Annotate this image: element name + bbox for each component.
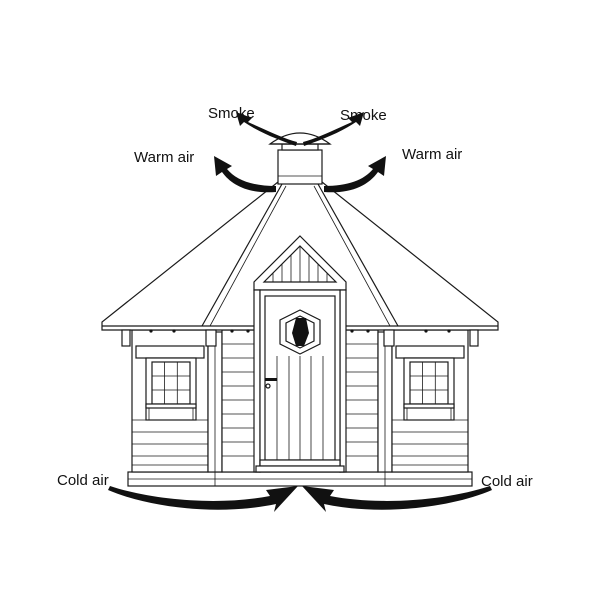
right-corner-post: [377, 331, 393, 473]
door: [255, 289, 345, 473]
left-corner-post: [207, 331, 223, 473]
left-window: [135, 345, 205, 421]
smoke-arrow-right: [303, 112, 364, 146]
warm-air-arrow-left: [214, 156, 276, 193]
foundation-base: [127, 471, 473, 487]
smoke-label-right: Smoke: [340, 107, 387, 124]
cold-air-arrow-right: [302, 486, 492, 512]
right-window: [395, 345, 465, 421]
smoke-label-left: Smoke: [208, 105, 255, 122]
cold-air-label-left: Cold air: [57, 472, 109, 489]
door-handle: [265, 378, 277, 389]
chimney: [268, 132, 332, 185]
warm-air-label-left: Warm air: [134, 149, 195, 166]
cold-air-label-right: Cold air: [481, 473, 533, 490]
warm-air-arrow-right: [324, 156, 386, 193]
warm-air-label-right: Warm air: [402, 146, 463, 163]
smoke-arrow-left: [236, 112, 297, 146]
cold-air-arrow-left: [108, 486, 298, 512]
